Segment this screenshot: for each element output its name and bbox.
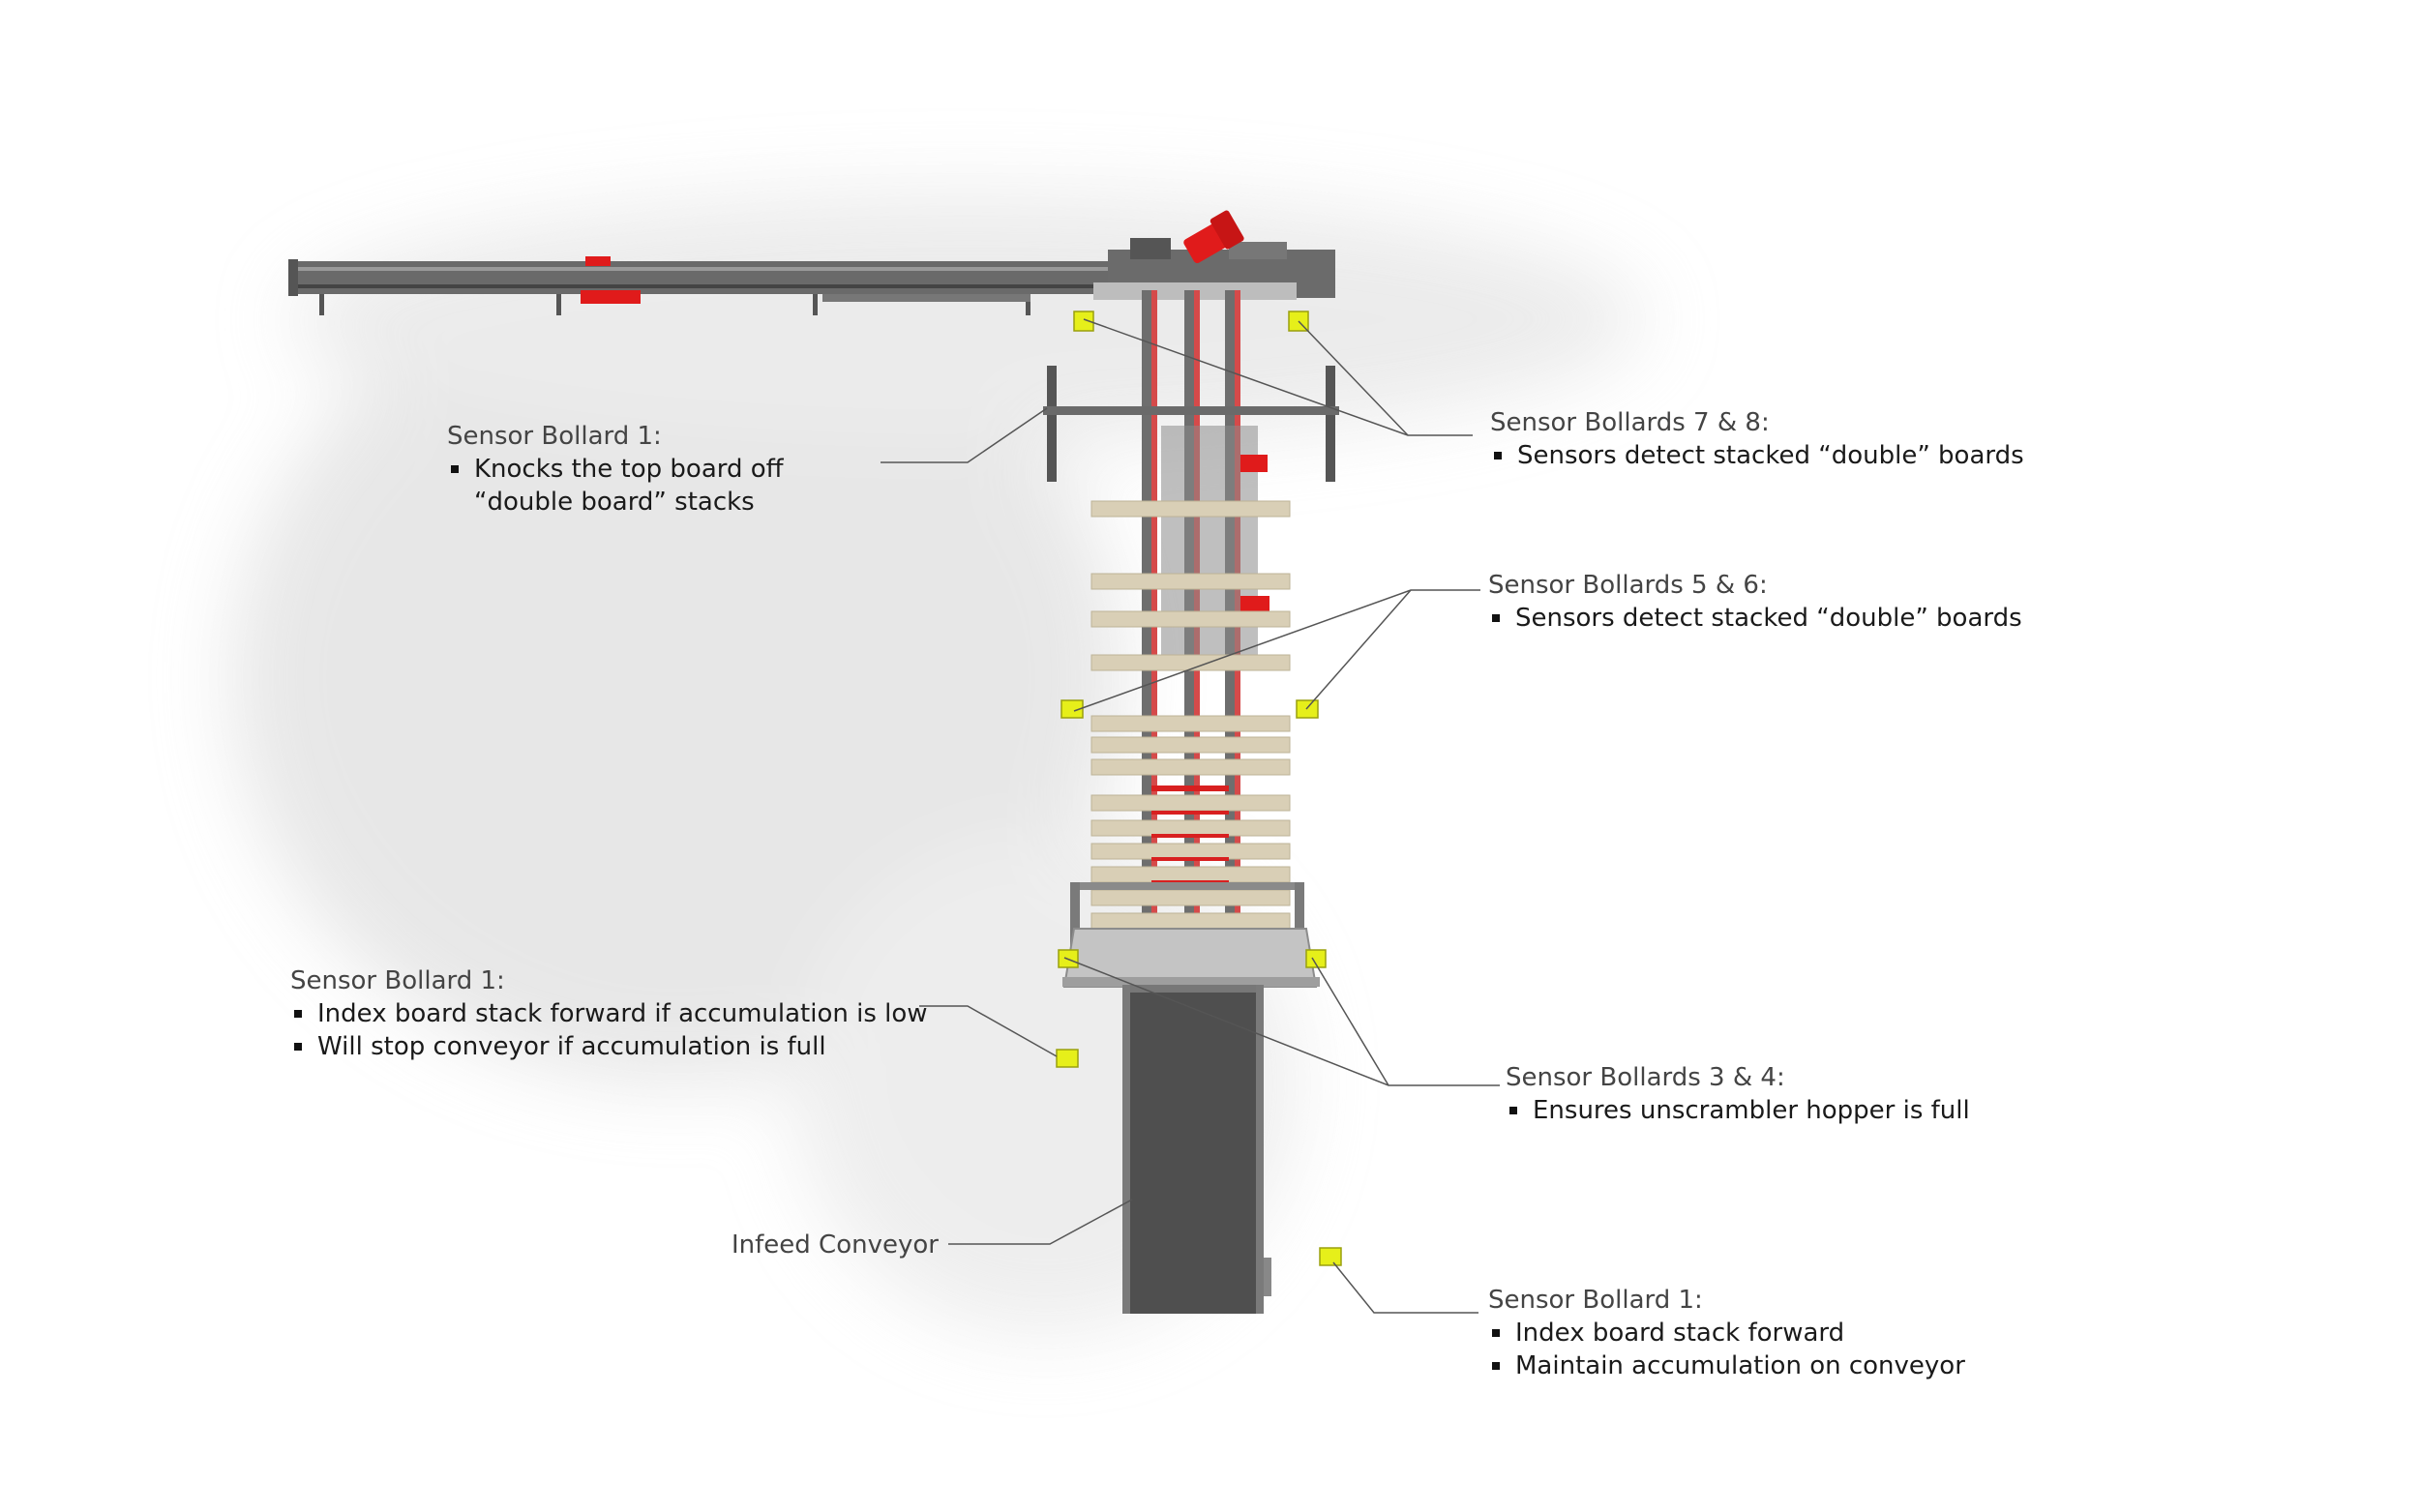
sensor-bollard-1-left <box>1056 1049 1079 1068</box>
callout-infeed-conveyor: Infeed Conveyor <box>732 1229 939 1261</box>
callout-bullet: Index board stack forward if accumulatio… <box>290 997 928 1030</box>
callout-bullets: Sensors detect stacked “double” boards <box>1488 602 2022 635</box>
sensor-bollards <box>1056 311 1342 1266</box>
callout-title: Sensor Bollard 1: <box>1488 1286 1703 1315</box>
hopper <box>1062 882 1320 988</box>
sensor-bollard-6 <box>1296 699 1319 719</box>
callout-bullets: Knocks the top board off “double board” … <box>447 453 881 519</box>
callout-sensor-bollards-7-8: Sensor Bollards 7 & 8: Sensors detect st… <box>1490 406 2024 472</box>
callout-bullets: Index board stack forward Maintain accum… <box>1488 1317 1965 1382</box>
callout-bullets: Index board stack forward if accumulatio… <box>290 997 928 1063</box>
callout-bullets: Sensors detect stacked “double” boards <box>1490 439 2024 472</box>
callout-bullets: Ensures unscrambler hopper is full <box>1506 1094 1970 1127</box>
callout-sensor-bollard-1-left: Sensor Bollard 1: Index board stack forw… <box>290 964 928 1063</box>
callout-sensor-bollard-1-bottom: Sensor Bollard 1: Index board stack forw… <box>1488 1284 1965 1382</box>
callout-bullet: Ensures unscrambler hopper is full <box>1506 1094 1970 1127</box>
cross-beam <box>1043 366 1339 482</box>
callout-bullet: Knocks the top board off “double board” … <box>447 453 881 519</box>
callout-bullet: Maintain accumulation on conveyor <box>1488 1349 1965 1382</box>
callout-title: Sensor Bollards 5 & 6: <box>1488 571 1768 600</box>
sensor-bollard-7 <box>1073 311 1094 332</box>
leader-lines <box>881 318 1500 1314</box>
sensor-bollard-5 <box>1060 699 1084 719</box>
infeed-conveyor <box>1122 985 1271 1314</box>
callout-bullet: Sensors detect stacked “double” boards <box>1490 439 2024 472</box>
ground-shadow <box>232 193 1645 1335</box>
head-section <box>1093 210 1335 300</box>
drive-motor <box>1183 210 1244 264</box>
callout-title: Sensor Bollards 7 & 8: <box>1490 408 1770 437</box>
callout-title: Sensor Bollards 3 & 4: <box>1506 1063 1785 1092</box>
callout-title: Infeed Conveyor <box>732 1230 939 1260</box>
callout-sensor-bollards-5-6: Sensor Bollards 5 & 6: Sensors detect st… <box>1488 569 2022 635</box>
callout-sensor-bollards-3-4: Sensor Bollards 3 & 4: Ensures unscrambl… <box>1506 1061 1970 1127</box>
callout-title: Sensor Bollard 1: <box>290 966 505 995</box>
callout-bullet: Will stop conveyor if accumulation is fu… <box>290 1030 928 1063</box>
callout-sensor-bollard-1-top: Sensor Bollard 1: Knocks the top board o… <box>447 420 881 519</box>
sensor-bollard-4 <box>1305 949 1327 968</box>
callout-title: Sensor Bollard 1: <box>447 422 662 451</box>
callout-bullet: Sensors detect stacked “double” boards <box>1488 602 2022 635</box>
sensor-bollard-1-right <box>1319 1247 1342 1266</box>
callout-bullet: Index board stack forward <box>1488 1317 1965 1349</box>
boards <box>1090 500 1291 930</box>
